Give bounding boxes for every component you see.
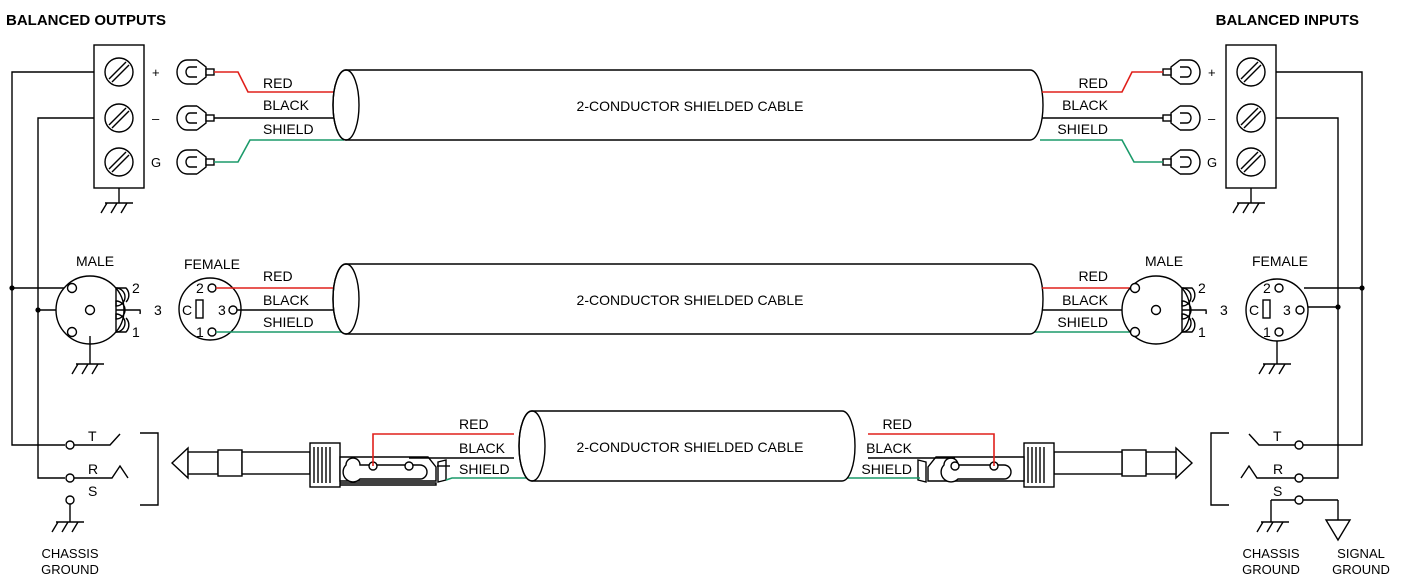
jack-ring-label: R: [1273, 461, 1283, 477]
screw-terminal-icon: [104, 103, 134, 133]
spade-lug-icon: [176, 59, 215, 85]
chassis-ground-label: GROUND: [1242, 562, 1300, 577]
xlr-pin1-label: 1: [1198, 324, 1206, 340]
chassis-ground-icon: [51, 521, 85, 533]
jack-sleeve-label: S: [88, 483, 97, 499]
signal-ground-label: SIGNAL: [1337, 546, 1385, 561]
terminal-minus-label: –: [152, 111, 160, 126]
chassis-ground-icon: [100, 202, 134, 214]
wire-shield-label: SHIELD: [861, 461, 912, 477]
wire-shield-label: SHIELD: [1057, 121, 1108, 137]
cable-label: 2-CONDUCTOR SHIELDED CABLE: [577, 439, 804, 455]
xlr-pin2-label: 2: [132, 280, 140, 296]
right-spade-lugs: [1162, 59, 1201, 175]
screw-terminal-icon: [1236, 103, 1266, 133]
spade-lug-icon: [176, 149, 215, 175]
screw-terminal-icon: [1236, 57, 1266, 87]
chassis-ground-icon: [1256, 521, 1290, 533]
screw-terminal-icon: [104, 147, 134, 177]
cable-row-trs: RED BLACK SHIELD 2-CONDUCTOR SHIELDED CA…: [170, 410, 1194, 488]
chassis-ground-icon: [1258, 363, 1292, 375]
wire-red-label: RED: [882, 416, 912, 432]
wire-shield-label: SHIELD: [1057, 314, 1108, 330]
wire-shield-label: SHIELD: [263, 314, 314, 330]
left-xlr-female: FEMALE C 2 3 1: [178, 256, 242, 341]
wire-red-label: RED: [459, 416, 489, 432]
right-terminal-block: + – G: [1207, 44, 1277, 214]
wire-shield-label: SHIELD: [263, 121, 314, 137]
spade-lug-icon: [176, 105, 215, 131]
right-xlr-female: FEMALE C 2 3 1: [1245, 253, 1309, 375]
right-hookup-wires: [1270, 71, 1365, 479]
terminal-plus-label: +: [152, 65, 160, 80]
xlr-pin1-label: 1: [196, 324, 204, 340]
xlr-pin3-label: 3: [218, 302, 226, 318]
wire-black-label: BLACK: [263, 97, 310, 113]
jack-tip-label: T: [88, 428, 97, 444]
left-trs-jack: T R S CHASSIS GROUND: [41, 428, 159, 577]
wire-red-label: RED: [1078, 268, 1108, 284]
xlr-pin-c-label: C: [182, 302, 192, 318]
chassis-ground-label: GROUND: [41, 562, 99, 577]
xlr-pin1-label: 1: [132, 324, 140, 340]
wire-red-label: RED: [263, 268, 293, 284]
jack-sleeve-label: S: [1273, 483, 1282, 499]
wire-black-label: BLACK: [1062, 97, 1109, 113]
outputs-title: BALANCED OUTPUTS: [6, 12, 166, 29]
left-trs-plug: [170, 442, 447, 488]
spade-lug-icon: [1162, 149, 1201, 175]
xlr-pin2-label: 2: [1263, 280, 1271, 296]
signal-ground-label: GROUND: [1332, 562, 1390, 577]
screw-terminal-icon: [104, 57, 134, 87]
xlr-male-label: MALE: [76, 253, 114, 269]
wire-red-label: RED: [263, 75, 293, 91]
chassis-ground-icon: [71, 363, 105, 375]
spade-lug-icon: [1162, 59, 1201, 85]
right-trs-plug: [917, 442, 1194, 488]
wire-shield-label: SHIELD: [459, 461, 510, 477]
chassis-ground-icon: [1232, 202, 1266, 214]
screw-terminal-icon: [1236, 147, 1266, 177]
xlr-female-label: FEMALE: [184, 256, 240, 272]
chassis-ground-label: CHASSIS: [1242, 546, 1299, 561]
wire-black-label: BLACK: [459, 440, 506, 456]
wire-red-label: RED: [1078, 75, 1108, 91]
xlr-pin1-label: 1: [1263, 324, 1271, 340]
left-xlr-male: MALE 2 3 1: [55, 253, 162, 375]
wire-black-label: BLACK: [263, 292, 310, 308]
signal-ground-icon: [1324, 519, 1352, 542]
xlr-pin3-label: 3: [1283, 302, 1291, 318]
inputs-title: BALANCED INPUTS: [1216, 12, 1359, 29]
cable-label: 2-CONDUCTOR SHIELDED CABLE: [577, 292, 804, 308]
left-hookup-wires: [9, 71, 113, 479]
cable-label: 2-CONDUCTOR SHIELDED CABLE: [577, 98, 804, 114]
right-trs-jack: T R S CHASSIS GROUND SIGNAL GROUND: [1210, 428, 1390, 577]
spade-lug-icon: [1162, 105, 1201, 131]
xlr-pin-c-label: C: [1249, 302, 1259, 318]
cable-row-xlr: RED BLACK SHIELD 2-CONDUCTOR SHIELDED CA…: [216, 263, 1130, 335]
xlr-pin2-label: 2: [1198, 280, 1206, 296]
right-xlr-male: MALE 2 3 1: [1121, 253, 1228, 345]
jack-ring-label: R: [88, 461, 98, 477]
terminal-minus-label: –: [1208, 111, 1216, 126]
left-spade-lugs: [176, 59, 215, 175]
jack-tip-label: T: [1273, 428, 1282, 444]
xlr-female-label: FEMALE: [1252, 253, 1308, 269]
chassis-ground-label: CHASSIS: [41, 546, 98, 561]
cable-row-spade: RED BLACK SHIELD 2-CONDUCTOR SHIELDED CA…: [214, 69, 1163, 163]
terminal-ground-label: G: [1207, 155, 1217, 170]
wire-black-label: BLACK: [866, 440, 913, 456]
terminal-ground-label: G: [151, 155, 161, 170]
xlr-pin3-label: 3: [154, 302, 162, 318]
xlr-pin2-label: 2: [196, 280, 204, 296]
xlr-pin3-label: 3: [1220, 302, 1228, 318]
xlr-male-label: MALE: [1145, 253, 1183, 269]
terminal-plus-label: +: [1208, 65, 1216, 80]
left-terminal-block: + – G: [93, 44, 161, 214]
wire-black-label: BLACK: [1062, 292, 1109, 308]
